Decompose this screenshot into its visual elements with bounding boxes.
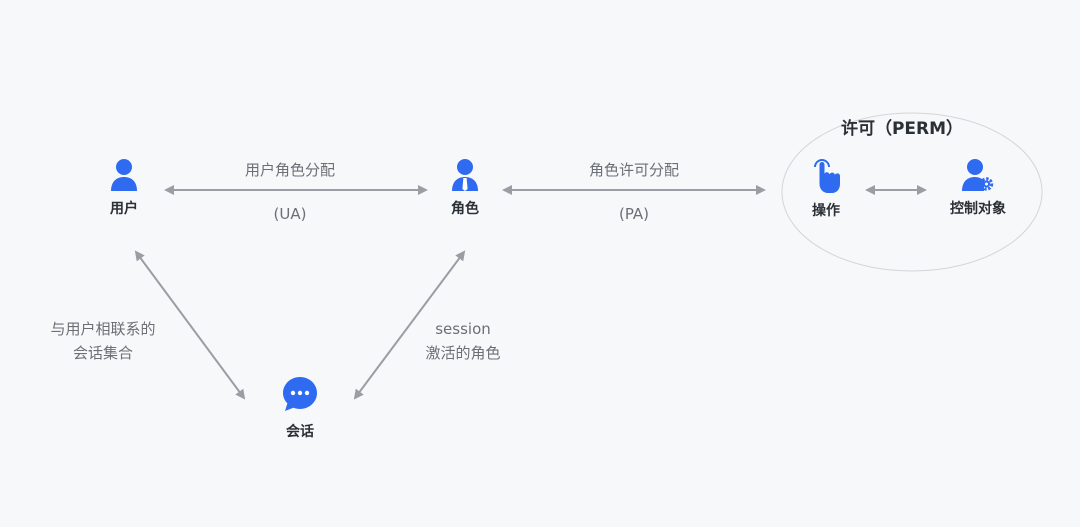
role-session-line1: session <box>435 320 491 338</box>
perm-title: 许可（PERM） <box>840 119 964 139</box>
chat-bubble-icon <box>283 377 317 411</box>
pa-abbr: (PA) <box>618 205 650 223</box>
user-session-line1: 与用户相联系的 <box>50 320 156 338</box>
user-session-line2: 会话集合 <box>72 344 134 362</box>
node-session: 会话 <box>281 375 319 441</box>
arrow-user-session <box>134 250 246 400</box>
role-user-icon <box>452 159 478 191</box>
pointer-hand-icon <box>814 159 840 193</box>
role-label: 角色 <box>451 201 479 217</box>
ua-abbr: (UA) <box>273 205 307 223</box>
operation-label: 操作 <box>812 203 840 219</box>
node-object: 控制对象 <box>950 158 1006 218</box>
node-operation: 操作 <box>809 156 843 220</box>
node-user: 用户 <box>109 158 139 218</box>
user-session-label: 与用户相联系的 会话集合 <box>50 317 155 365</box>
perm-ellipse <box>781 112 1043 272</box>
object-label: 控制对象 <box>950 201 1006 217</box>
node-role: 角色 <box>450 158 480 218</box>
pa-title: 角色许可分配 <box>588 161 680 179</box>
user-gear-icon <box>962 159 994 191</box>
arrow-role-session <box>353 250 466 400</box>
user-label: 用户 <box>110 201 138 217</box>
ua-title: 用户角色分配 <box>244 161 336 179</box>
session-label: 会话 <box>286 424 314 440</box>
role-session-label: session 激活的角色 <box>425 317 500 365</box>
role-session-line2: 激活的角色 <box>425 344 501 362</box>
user-icon <box>111 159 137 191</box>
